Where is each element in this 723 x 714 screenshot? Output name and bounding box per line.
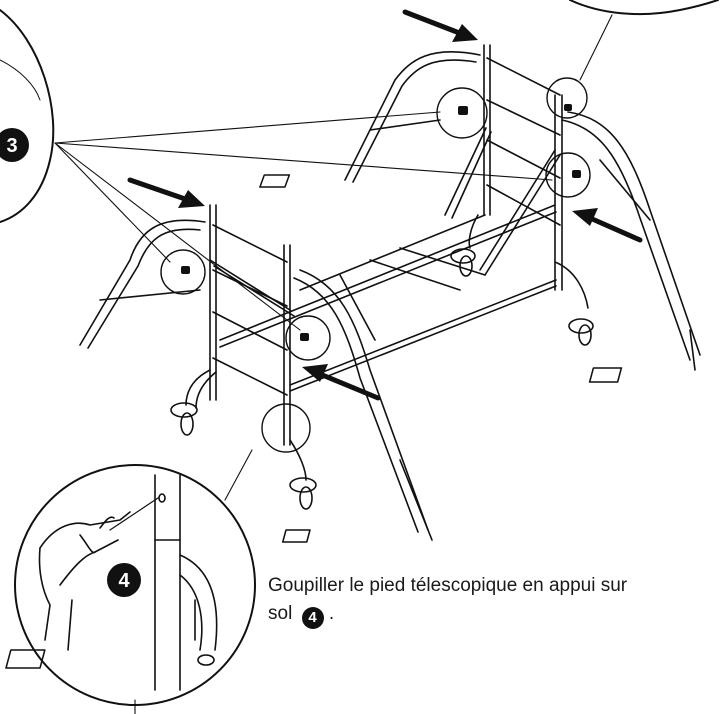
step-4-inline-badge: 4 xyxy=(301,607,324,629)
instruction-line-2: sol 4 . xyxy=(268,600,723,629)
arrow-top-left xyxy=(127,177,205,208)
arrow-top-right xyxy=(402,9,478,42)
step-4-badge: 4 xyxy=(107,563,141,597)
detail-magnifier-3 xyxy=(0,9,55,223)
arrow-right xyxy=(572,208,643,243)
svg-text:4: 4 xyxy=(118,570,130,592)
instruction-text: Goupiller le pied télescopique en appui … xyxy=(268,572,723,629)
detail-circles xyxy=(160,77,591,453)
base-frame xyxy=(219,204,557,392)
instruction-line-2-prefix: sol xyxy=(268,603,293,624)
clamps xyxy=(181,104,581,341)
step-3-badge: 3 xyxy=(0,128,29,162)
detail-magnifier-top-right xyxy=(569,0,719,81)
instruction-line-1: Goupiller le pied télescopique en appui … xyxy=(268,575,628,596)
detail-magnifier-4 xyxy=(5,449,256,714)
instruction-line-2-suffix: . xyxy=(328,603,335,624)
arrow-center xyxy=(302,364,381,401)
front-frame xyxy=(79,204,433,543)
svg-text:3: 3 xyxy=(6,135,17,157)
